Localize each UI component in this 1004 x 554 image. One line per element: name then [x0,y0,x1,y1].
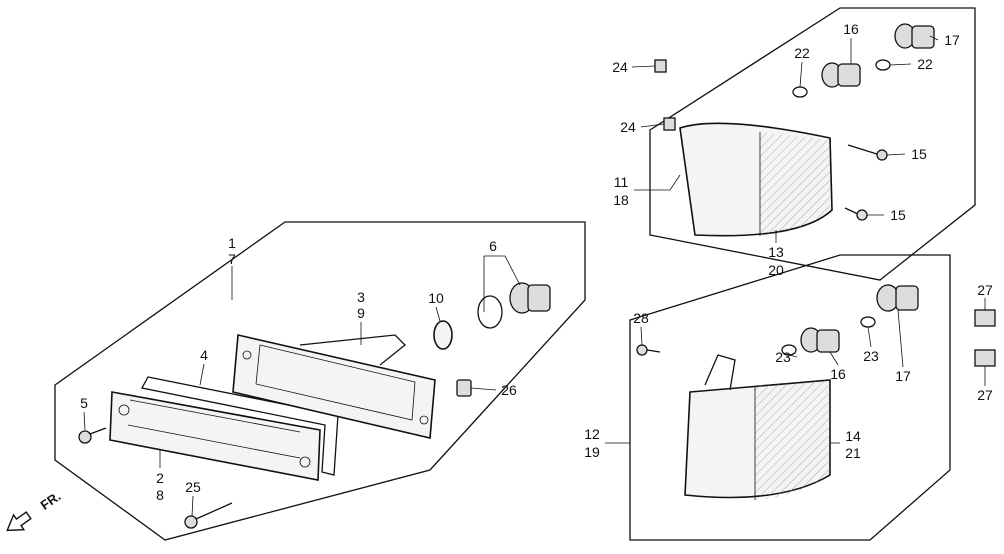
callout-13: 13 [768,244,784,260]
callout-24a: 24 [612,59,628,75]
rear-side-marker-group-outline [629,254,951,541]
screw-15b [844,207,868,221]
callout-22b: 22 [917,56,933,72]
front-side-marker-lens [679,122,833,237]
rear-socket-16 [800,327,840,353]
screw-28 [636,344,661,356]
clip [456,379,472,397]
callout-17b: 17 [895,368,911,384]
callout-21: 21 [845,445,861,461]
callout-4: 4 [200,347,208,363]
rear-socket-17 [876,284,919,312]
clip-27b [974,349,996,367]
callout-15b: 15 [890,207,906,223]
socket [477,282,551,329]
callout-14: 14 [845,428,861,444]
callout-22a: 22 [794,45,810,61]
front-socket-17 [894,23,935,49]
callout-24b: 24 [620,119,636,135]
callout-9: 9 [357,305,365,321]
screw-25 [184,502,233,529]
callout-27b: 27 [977,387,993,403]
rear-side-marker-lens [684,354,831,500]
screw-5 [78,427,107,444]
direction-label: FR. [38,488,64,512]
callout-10: 10 [428,290,444,306]
callout-2: 2 [156,470,164,486]
callout-27a: 27 [977,282,993,298]
callout-17a: 17 [944,32,960,48]
turn-signal-lens [109,391,321,481]
front-direction-arrow: FR. [6,488,64,532]
callout-15a: 15 [911,146,927,162]
leader-lines [83,35,986,517]
callout-26: 26 [501,382,517,398]
callout-16a: 16 [843,21,859,37]
callout-11: 11 [614,174,629,190]
arrow-icon [6,511,32,532]
callout-23a: 23 [775,349,791,365]
front-turn-signal-group-outline [54,221,586,541]
callout-16b: 16 [830,366,846,382]
washer-23b [860,316,876,328]
clip-24a [654,59,667,73]
callout-3: 3 [357,289,365,305]
callout-19: 19 [584,444,600,460]
front-socket-16 [821,62,861,88]
callout-6: 6 [489,238,497,254]
washer-22a [792,86,808,98]
washer-22b [875,59,891,71]
callout-8: 8 [156,487,164,503]
clip-27a [974,309,996,327]
callout-28: 28 [633,310,649,326]
bulb [433,320,453,350]
callout-25: 25 [185,479,201,495]
callout-5: 5 [80,395,88,411]
callout-12: 12 [584,426,600,442]
callout-7: 7 [228,251,236,267]
screw-15a [847,144,888,161]
turn-signal-housing [232,334,436,439]
callout-1: 1 [228,235,236,251]
front-side-marker-group-outline [649,7,976,281]
callout-18: 18 [613,192,629,208]
callout-20: 20 [768,262,784,278]
clip-24b [663,117,676,131]
callout-23b: 23 [863,348,879,364]
